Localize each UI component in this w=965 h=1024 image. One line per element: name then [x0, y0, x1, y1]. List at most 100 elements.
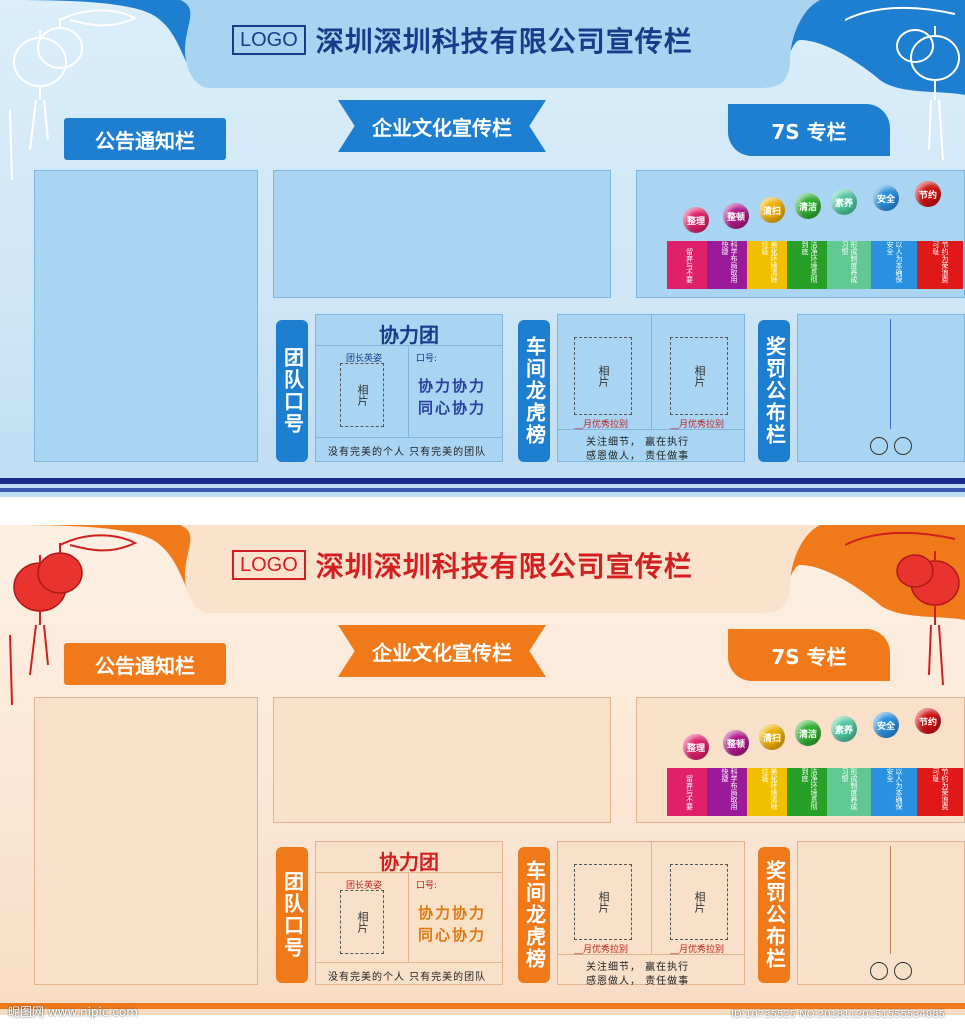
- notice-label: 公告通知栏: [64, 643, 226, 685]
- lantern-right-icon: [845, 6, 960, 161]
- ball-qingsao-icon: 清扫: [759, 197, 785, 223]
- ball-anquan-icon: 安全: [873, 712, 899, 738]
- lantern-right-icon: [845, 531, 960, 686]
- dragon-hdivider: [558, 429, 744, 430]
- dragon-photo-2: 相片: [670, 337, 728, 415]
- reward-divider: [890, 846, 891, 954]
- bins-row: 留弃与不要 科学布局取用快捷 美化环境清除垃圾 洁净环境贯彻到底 形成制度养成习…: [667, 768, 965, 818]
- slogan-prefix: 口号:: [416, 881, 438, 891]
- bin-2: 科学布局取用快捷: [707, 241, 751, 289]
- page-title: 深圳深圳科技有限公司宣传栏: [315, 25, 693, 58]
- bin-5: 形成制度养成习惯: [827, 241, 871, 289]
- ball-suyang-icon: 素养: [831, 716, 857, 742]
- bottom-stripe-2: [0, 488, 965, 492]
- bin-4: 洁净环境贯彻到底: [787, 241, 831, 289]
- logo: LOGO: [232, 25, 306, 55]
- ball-qingsao-icon: 清扫: [759, 724, 785, 750]
- ball-row: 整理 整顿 清扫 清洁 素养 安全 节约: [677, 179, 965, 239]
- ball-zhengli-icon: 整理: [683, 734, 709, 760]
- frown-icon: [894, 962, 912, 980]
- culture-panel: [273, 697, 611, 823]
- bottom-stripe: [0, 1003, 965, 1009]
- reward-label: 奖罚公布栏: [758, 847, 790, 983]
- team-hdivider: [316, 437, 502, 438]
- smile-icon: [870, 437, 888, 455]
- frown-icon: [894, 437, 912, 455]
- bin-7: 节约为荣浪费可耻: [917, 241, 963, 289]
- award-2: __月优秀拉别: [670, 945, 725, 955]
- dragon-label: 车间龙虎榜: [518, 847, 550, 983]
- team-slogan-label: 团队口号: [276, 847, 308, 983]
- blue-board: LOGO 深圳深圳科技有限公司宣传栏 公告通知栏 企业文化宣传栏 7S 专栏 整…: [0, 0, 965, 497]
- dragon-motto-2: 感恩做人， 责任做事: [586, 976, 690, 987]
- smile-icon: [870, 962, 888, 980]
- notice-panel: [34, 697, 258, 985]
- culture-label: 企业文化宣传栏: [338, 625, 546, 677]
- ball-zhengli-icon: 整理: [683, 207, 709, 233]
- notice-label: 公告通知栏: [64, 118, 226, 160]
- dragon-panel: 相片 相片 __月优秀拉别 __月优秀拉别 关注细节， 赢在执行 感恩做人， 责…: [557, 841, 745, 987]
- award-1: __月优秀拉别: [574, 945, 629, 955]
- dragon-motto-1: 关注细节， 赢在执行: [586, 962, 690, 973]
- bin-3: 美化环境清除垃圾: [747, 768, 791, 816]
- bin-6: 以人为本确保安全: [871, 241, 917, 289]
- dragon-motto-2: 感恩做人， 责任做事: [586, 451, 690, 462]
- s7-label: 7S 专栏: [728, 104, 890, 156]
- header-title: LOGO 深圳深圳科技有限公司宣传栏: [232, 20, 693, 60]
- reward-divider: [890, 319, 891, 429]
- captain-label: 团长英姿: [346, 354, 383, 364]
- bin-3: 美化环境清除垃圾: [747, 241, 791, 289]
- notice-panel: [34, 170, 258, 462]
- slogan-line-2: 同心协力: [418, 926, 487, 944]
- page-title: 深圳深圳科技有限公司宣传栏: [315, 550, 693, 583]
- ball-zhengdun-icon: 整顿: [723, 203, 749, 229]
- slogan-prefix: 口号:: [416, 354, 438, 364]
- reward-panel: [797, 841, 965, 985]
- bin-1: 留弃与不要: [667, 768, 711, 816]
- bin-5: 形成制度养成习惯: [827, 768, 871, 816]
- watermark-left: 昵图网 www.nipic.com: [8, 1005, 138, 1019]
- dragon-photo-1: 相片: [574, 337, 632, 415]
- header-band: [0, 0, 965, 95]
- award-1: __月优秀拉别: [574, 420, 629, 430]
- orange-board: LOGO 深圳深圳科技有限公司宣传栏 公告通知栏 企业文化宣传栏 7S 专栏 整…: [0, 525, 965, 1015]
- dragon-motto-1: 关注细节， 赢在执行: [586, 437, 690, 448]
- reward-label: 奖罚公布栏: [758, 320, 790, 462]
- team-divider: [316, 345, 502, 346]
- culture-panel: [273, 170, 611, 298]
- ball-jieyue-icon: 节约: [915, 708, 941, 734]
- team-hdivider: [316, 962, 502, 963]
- slogan-line-1: 协力协力: [418, 377, 487, 395]
- header-band: [0, 525, 965, 620]
- ball-qingjie-icon: 清洁: [795, 193, 821, 219]
- bin-6: 以人为本确保安全: [871, 768, 917, 816]
- bin-2: 科学布局取用快捷: [707, 768, 751, 816]
- bin-7: 节约为荣浪费可耻: [917, 768, 963, 816]
- team-vdivider: [408, 345, 409, 437]
- header-title: LOGO 深圳深圳科技有限公司宣传栏: [232, 545, 693, 585]
- bottom-stripe-1: [0, 478, 965, 484]
- ball-jieyue-icon: 节约: [915, 181, 941, 207]
- reward-panel: [797, 314, 965, 462]
- bin-4: 洁净环境贯彻到底: [787, 768, 831, 816]
- team-title: 协力团: [379, 323, 439, 347]
- slogan-line-1: 协力协力: [418, 904, 487, 922]
- s7-panel: 整理 整顿 清扫 清洁 素养 安全 节约 留弃与不要 科学布局取用快捷 美化环境…: [636, 697, 965, 823]
- ball-zhengdun-icon: 整顿: [723, 730, 749, 756]
- award-2: __月优秀拉别: [670, 420, 725, 430]
- dragon-hdivider: [558, 954, 744, 955]
- team-panel: 协力团 团长英姿 口号: 相片 协力协力 同心协力 没有完美的个人 只有完美的团…: [315, 314, 503, 462]
- culture-label: 企业文化宣传栏: [338, 100, 546, 152]
- team-divider: [316, 872, 502, 873]
- dragon-photo-2: 相片: [670, 864, 728, 940]
- bins-row: 留弃与不要 科学布局取用快捷 美化环境清除垃圾 洁净环境贯彻到底 形成制度养成习…: [667, 241, 965, 291]
- team-panel: 协力团 团长英姿 口号: 相片 协力协力 同心协力 没有完美的个人 只有完美的团…: [315, 841, 503, 985]
- captain-label: 团长英姿: [346, 881, 383, 891]
- dragon-photo-1: 相片: [574, 864, 632, 940]
- ball-suyang-icon: 素养: [831, 189, 857, 215]
- ball-qingjie-icon: 清洁: [795, 720, 821, 746]
- captain-photo: 相片: [340, 890, 384, 954]
- lantern-left-icon: [9, 534, 138, 706]
- ball-anquan-icon: 安全: [873, 185, 899, 211]
- dragon-vdivider: [651, 842, 652, 954]
